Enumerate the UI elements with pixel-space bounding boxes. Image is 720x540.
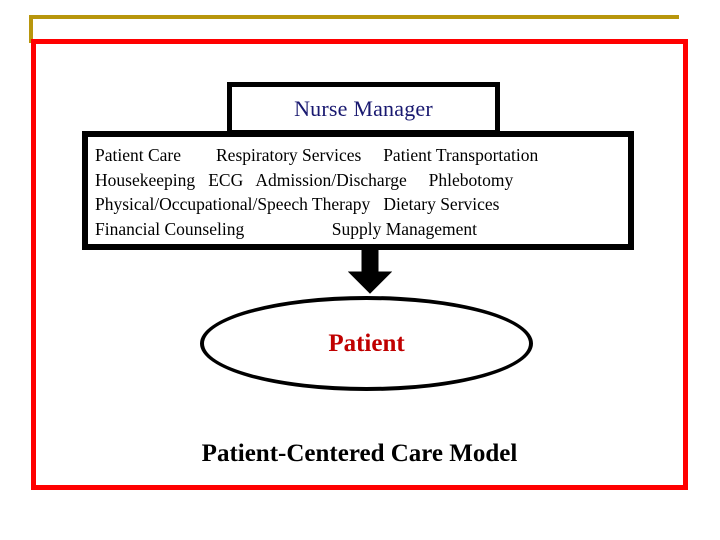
gold-accent-rule-left xyxy=(29,15,33,43)
service-line: Patient Care Respiratory Services Patien… xyxy=(95,145,539,165)
service-line: Physical/Occupational/Speech Therapy Die… xyxy=(95,194,500,214)
red-content-frame xyxy=(31,39,688,490)
services-box: Patient Care Respiratory Services Patien… xyxy=(82,131,634,250)
service-line: Housekeeping ECG Admission/Discharge Phl… xyxy=(95,169,514,190)
gold-accent-rule-top xyxy=(29,15,679,19)
patient-label: Patient xyxy=(328,330,405,357)
model-caption: Patient-Centered Care Model xyxy=(201,440,518,467)
down-arrow-icon xyxy=(348,250,392,294)
patient-ellipse: Patient xyxy=(200,296,533,391)
nurse-manager-title: Nurse Manager xyxy=(294,95,433,121)
nurse-manager-box: Nurse Manager xyxy=(227,82,500,135)
service-line: Financial Counseling Supply Management xyxy=(95,218,478,239)
